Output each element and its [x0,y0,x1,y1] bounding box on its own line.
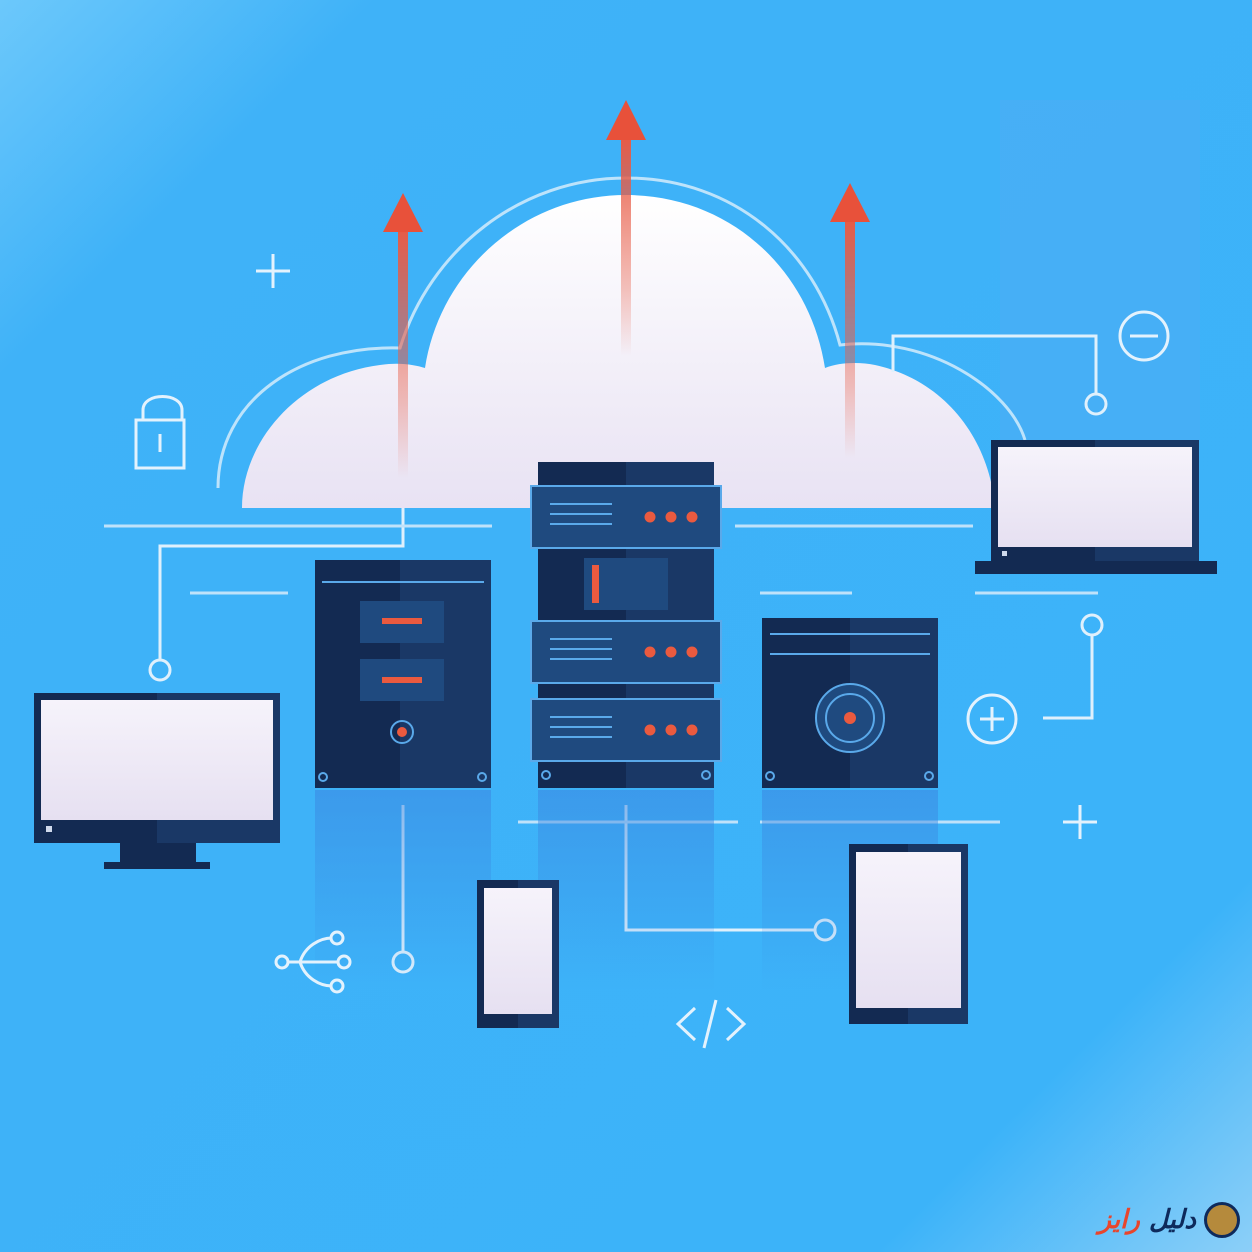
watermark: دليل رايز [1099,1202,1240,1238]
background-light-beam [1000,100,1200,440]
desktop-monitor-icon [34,693,280,869]
minus-icon [1118,310,1170,362]
watermark-text: دليل رايز [1099,1205,1196,1235]
laptop-icon [975,440,1217,574]
plus-icon [256,254,290,288]
lock-icon [134,395,186,470]
rack-unit [530,485,722,549]
rack-unit [530,620,722,684]
upload-arrow-icon [606,100,646,356]
tower-reflection [315,790,491,990]
code-icon [675,999,747,1049]
tower-server-icon [315,560,491,788]
phone-icon [477,880,559,1028]
watermark-name-part2: رايز [1098,1205,1140,1235]
plus-icon [1063,805,1097,839]
rack-reflection [538,790,714,990]
watermark-name-part1: دليل [1148,1205,1196,1235]
cloud-icon [242,195,995,508]
rack-unit [530,698,722,762]
drive-unit-icon [762,618,938,788]
upload-arrow-icon [383,193,423,478]
plus-circle-icon [966,693,1018,745]
share-icon [274,930,352,994]
upload-arrow-icon [830,183,870,458]
tablet-icon [849,844,968,1024]
watermark-logo [1204,1202,1240,1238]
server-rack-icon [530,462,722,788]
